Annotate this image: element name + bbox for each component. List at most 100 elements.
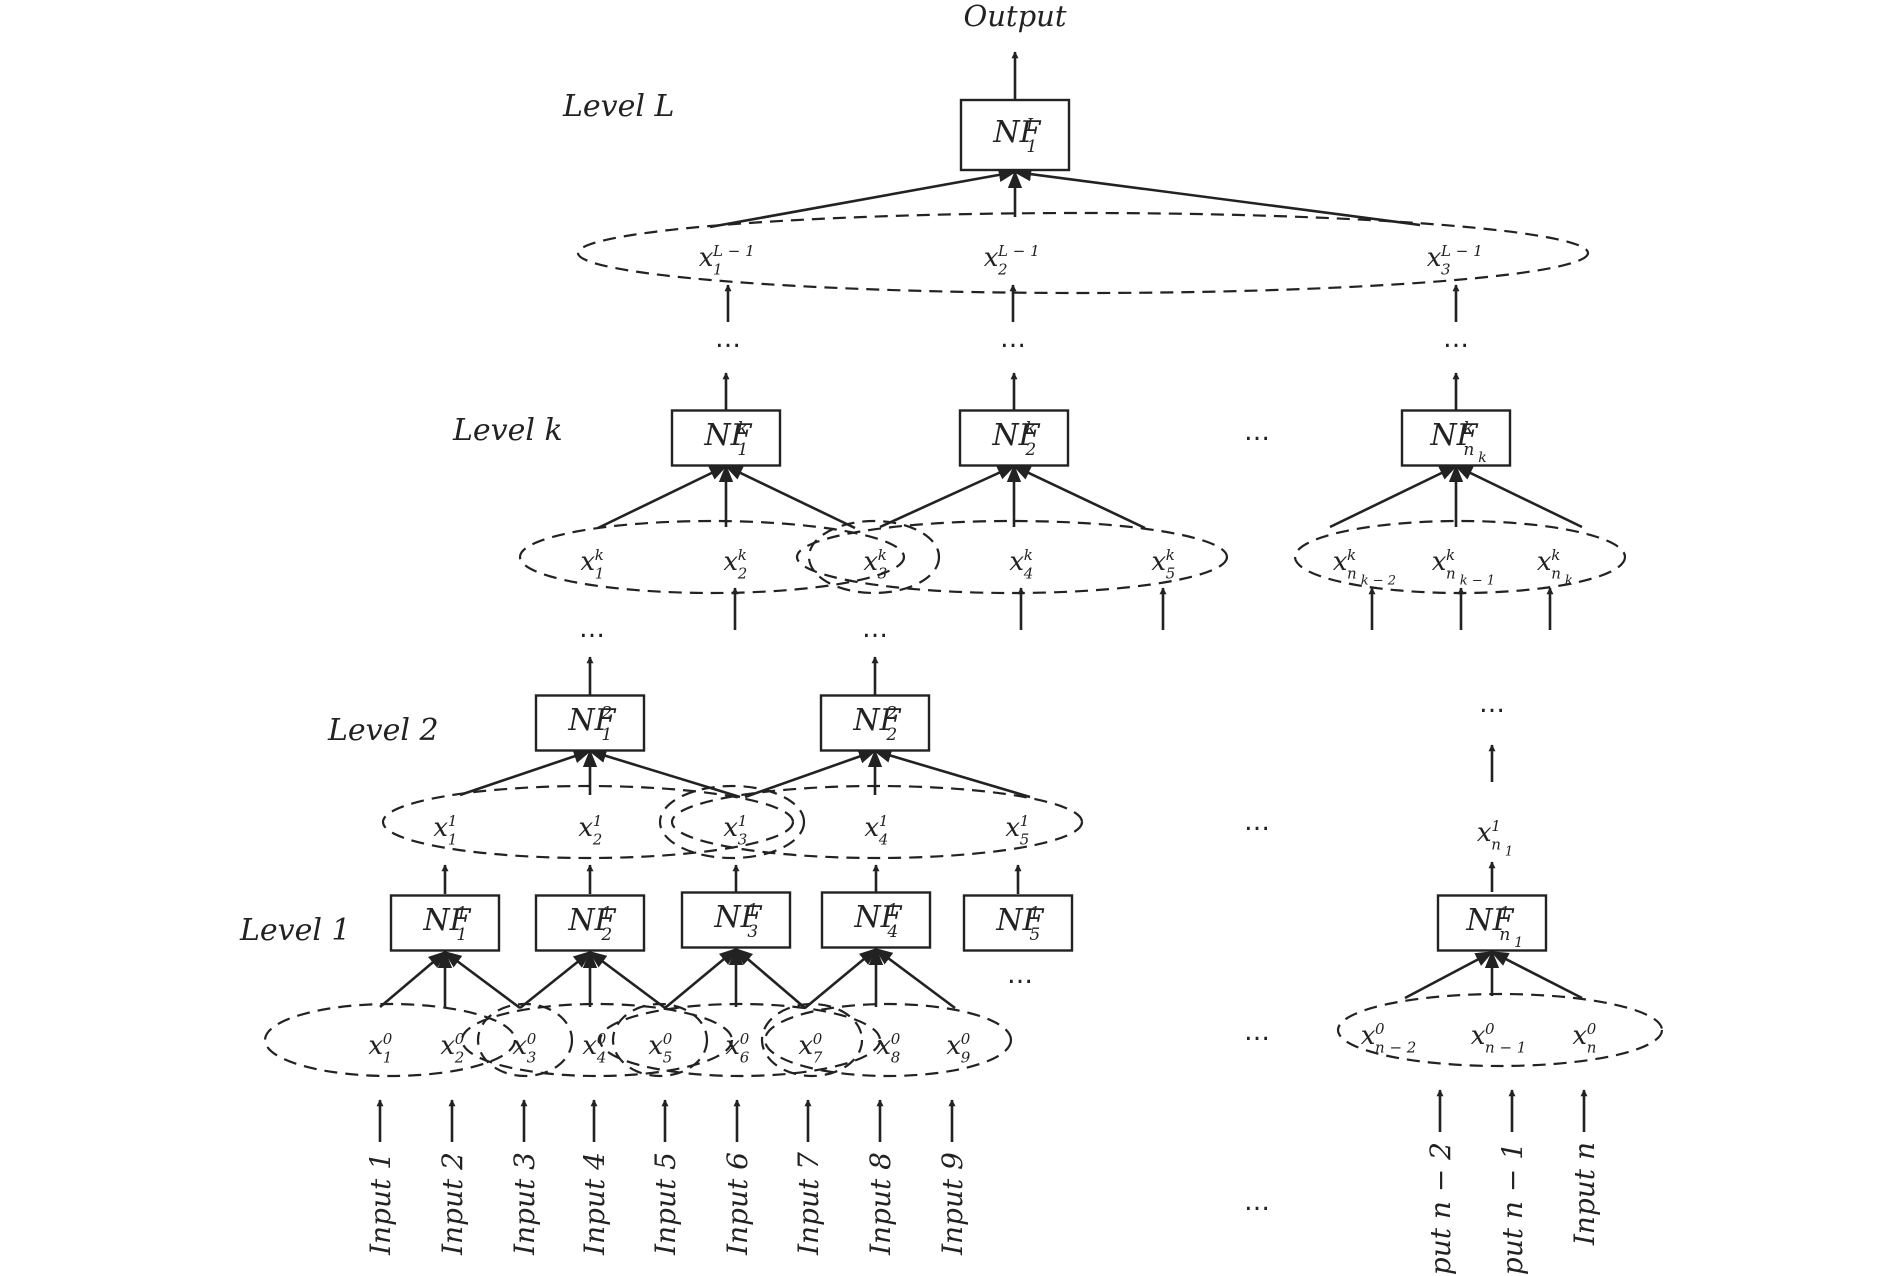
group-level-0-a — [263, 1002, 517, 1078]
edge-xk3-nfk1 — [724, 464, 856, 530]
edge-xk5-nfk2 — [1012, 464, 1146, 530]
group-level-2-b — [670, 784, 1084, 860]
nf-level-1-3-frame — [680, 891, 792, 949]
dots-above-level-k-1: … — [715, 324, 741, 354]
ellipsis-marks: …………………………… — [579, 324, 1505, 1217]
edge-level0-to-level1-9 — [734, 947, 806, 1009]
nf-level-1-2-frame — [534, 894, 646, 952]
group-level-k-a — [518, 519, 906, 595]
dots-level-1-row: … — [1007, 960, 1033, 990]
edge-level0-to-level1-3 — [443, 950, 521, 1010]
edge-x15-nf22 — [873, 748, 1031, 799]
edge-x13-nf21 — [588, 748, 741, 799]
output-label: Output — [963, 0, 1066, 33]
input-label-3: Input 3 — [508, 1152, 541, 1256]
nf-level-k-1-frame — [670, 409, 782, 467]
group-level-0-overlap-7 — [760, 1002, 864, 1078]
input-label-10: Input n − 2 — [1424, 1142, 1457, 1276]
edge-x0n2-nf1n1 — [1404, 950, 1494, 1000]
input-label-4: Input 4 — [578, 1152, 611, 1256]
membership-groups — [263, 211, 1664, 1078]
level-L-label: Level L — [562, 89, 674, 124]
group-level-0-overlap-5 — [611, 1002, 709, 1078]
group-level-k-overlap — [807, 519, 941, 595]
dots-above-level-k-3: … — [1443, 324, 1469, 354]
input-label-5: Input 5 — [649, 1152, 682, 1256]
nf-level-2-2-frame — [819, 694, 931, 752]
group-level-k-b — [795, 519, 1229, 595]
nf-level-1-1-frame — [389, 894, 501, 952]
dots-level-2-middle: … — [1244, 807, 1270, 837]
dots-level-0-middle: … — [1244, 1017, 1270, 1047]
dots-above-level-k-2: … — [1000, 324, 1026, 354]
input-label-9: Input 9 — [936, 1152, 969, 1256]
level-1-label: Level 1 — [239, 913, 351, 948]
edge-x0n-nf1n1 — [1490, 950, 1583, 1000]
group-level-0-c — [598, 1002, 882, 1078]
input-label-11: Input n − 1 — [1496, 1142, 1529, 1276]
edge-xknk2-nfknk — [1329, 464, 1458, 529]
edge-xL3-to-nfL — [1013, 166, 1421, 227]
input-label-7: Input 7 — [792, 1152, 825, 1256]
group-level-0-right — [1336, 992, 1664, 1068]
connection-edges — [376, 51, 1588, 1142]
nf-level-1-4-frame — [820, 891, 932, 949]
nf-level-k-3-frame — [1400, 409, 1512, 467]
dots-inputs-middle: … — [1244, 1187, 1270, 1217]
nf-level-1-5-frame — [962, 894, 1074, 952]
dots-below-level-k-1: … — [579, 614, 605, 644]
group-level-0-b — [460, 1002, 734, 1078]
dots-below-level-k-2: … — [862, 614, 888, 644]
edge-level0-to-level1-1 — [379, 950, 447, 1008]
nf-level-k-2-frame — [958, 409, 1070, 467]
edge-x13-nf22 — [744, 749, 877, 799]
input-label-8: Input 8 — [864, 1152, 897, 1256]
edge-xk1-nfk1 — [597, 464, 728, 530]
